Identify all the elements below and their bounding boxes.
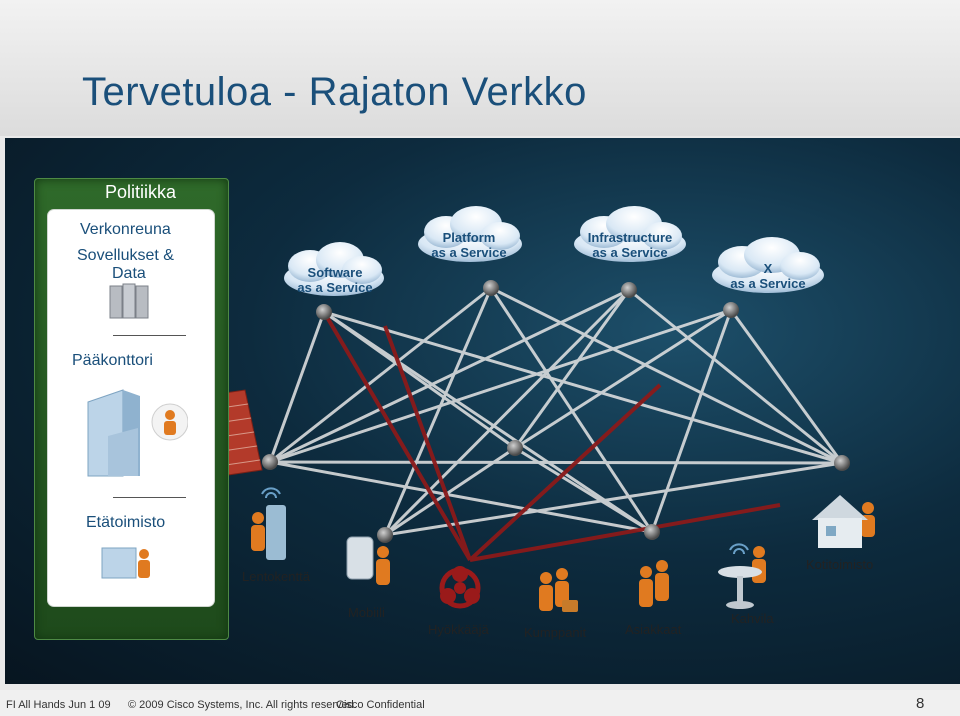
policy-label: Politiikka [105,182,177,202]
xaas-line2: as a Service [730,276,806,291]
footer-event: FI All Hands Jun 1 09 [6,699,111,711]
title-bar: Tervetuloa - Rajaton Verkko [0,0,960,136]
mobile-person-icon [376,546,390,585]
cafe-table-icon [718,566,762,609]
airport-person-icon [251,512,265,551]
home-office-icon [812,495,868,548]
cloud-paas-icon [418,206,522,262]
apps-data-label-1: Sovellukset & [77,247,174,264]
remote-office-label: Etätoimisto [86,514,166,531]
cafe-person-icon [752,546,766,583]
saas-line1: Software [307,265,363,280]
cafe-wifi-icon [729,543,749,555]
home-person-icon [861,502,875,537]
cloud-xaas-icon [712,237,824,293]
network-edge-label: Verkonreuna [80,221,171,238]
home-office-label: Kotitoimisto [806,557,874,572]
iaas-line1: Infrastructure [587,230,673,245]
saas-label: Software as a Service [292,265,378,295]
apps-data-label-2: Data [112,265,146,282]
page-number: 8 [916,695,925,712]
divider-1 [113,335,186,336]
mesh-lines [268,286,844,537]
airport-kiosk-icon [266,505,286,560]
xaas-line1: X [763,261,773,276]
xaas-label: X as a Service [720,261,816,291]
headquarters-label: Pääkonttori [72,352,153,369]
server-rack-icon [109,283,149,319]
paas-line2: as a Service [431,245,507,260]
threat-lines [322,310,781,562]
iaas-label: Infrastructure as a Service [582,230,678,260]
saas-line2: as a Service [297,280,373,295]
mobile-label: Mobiili [348,605,385,620]
biohazard-icon [439,566,481,609]
cloud-saas-icon [284,242,384,296]
attacker-label: Hyökkääjä [428,622,489,637]
divider-2 [113,497,186,498]
briefcase-icon [562,600,578,612]
partner-label: Kumppanit [524,625,587,640]
mobile-phone-icon [346,536,374,580]
airport-label: Lentokenttä [242,569,310,584]
remote-office-icon [101,547,150,579]
footer: FI All Hands Jun 1 09 © 2009 Cisco Syste… [0,690,960,716]
iaas-line2: as a Service [592,245,668,260]
cloud-iaas-icon [574,206,686,262]
paas-line1: Platform [442,230,496,245]
slide-title: Tervetuloa - Rajaton Verkko [82,70,587,114]
person-icons [251,502,875,611]
customer-label: Asiakkaat [625,622,682,637]
paas-label: Platform as a Service [426,230,512,260]
footer-copyright: © 2009 Cisco Systems, Inc. All rights re… [128,699,357,711]
headquarters-building-icon [87,389,188,477]
network-nodes [262,280,850,543]
cafe-label: Kahvila [731,611,774,626]
wifi-icon [261,487,281,499]
customer-person-icon [639,560,669,607]
footer-confidential: Cisco Confidential [336,699,425,711]
